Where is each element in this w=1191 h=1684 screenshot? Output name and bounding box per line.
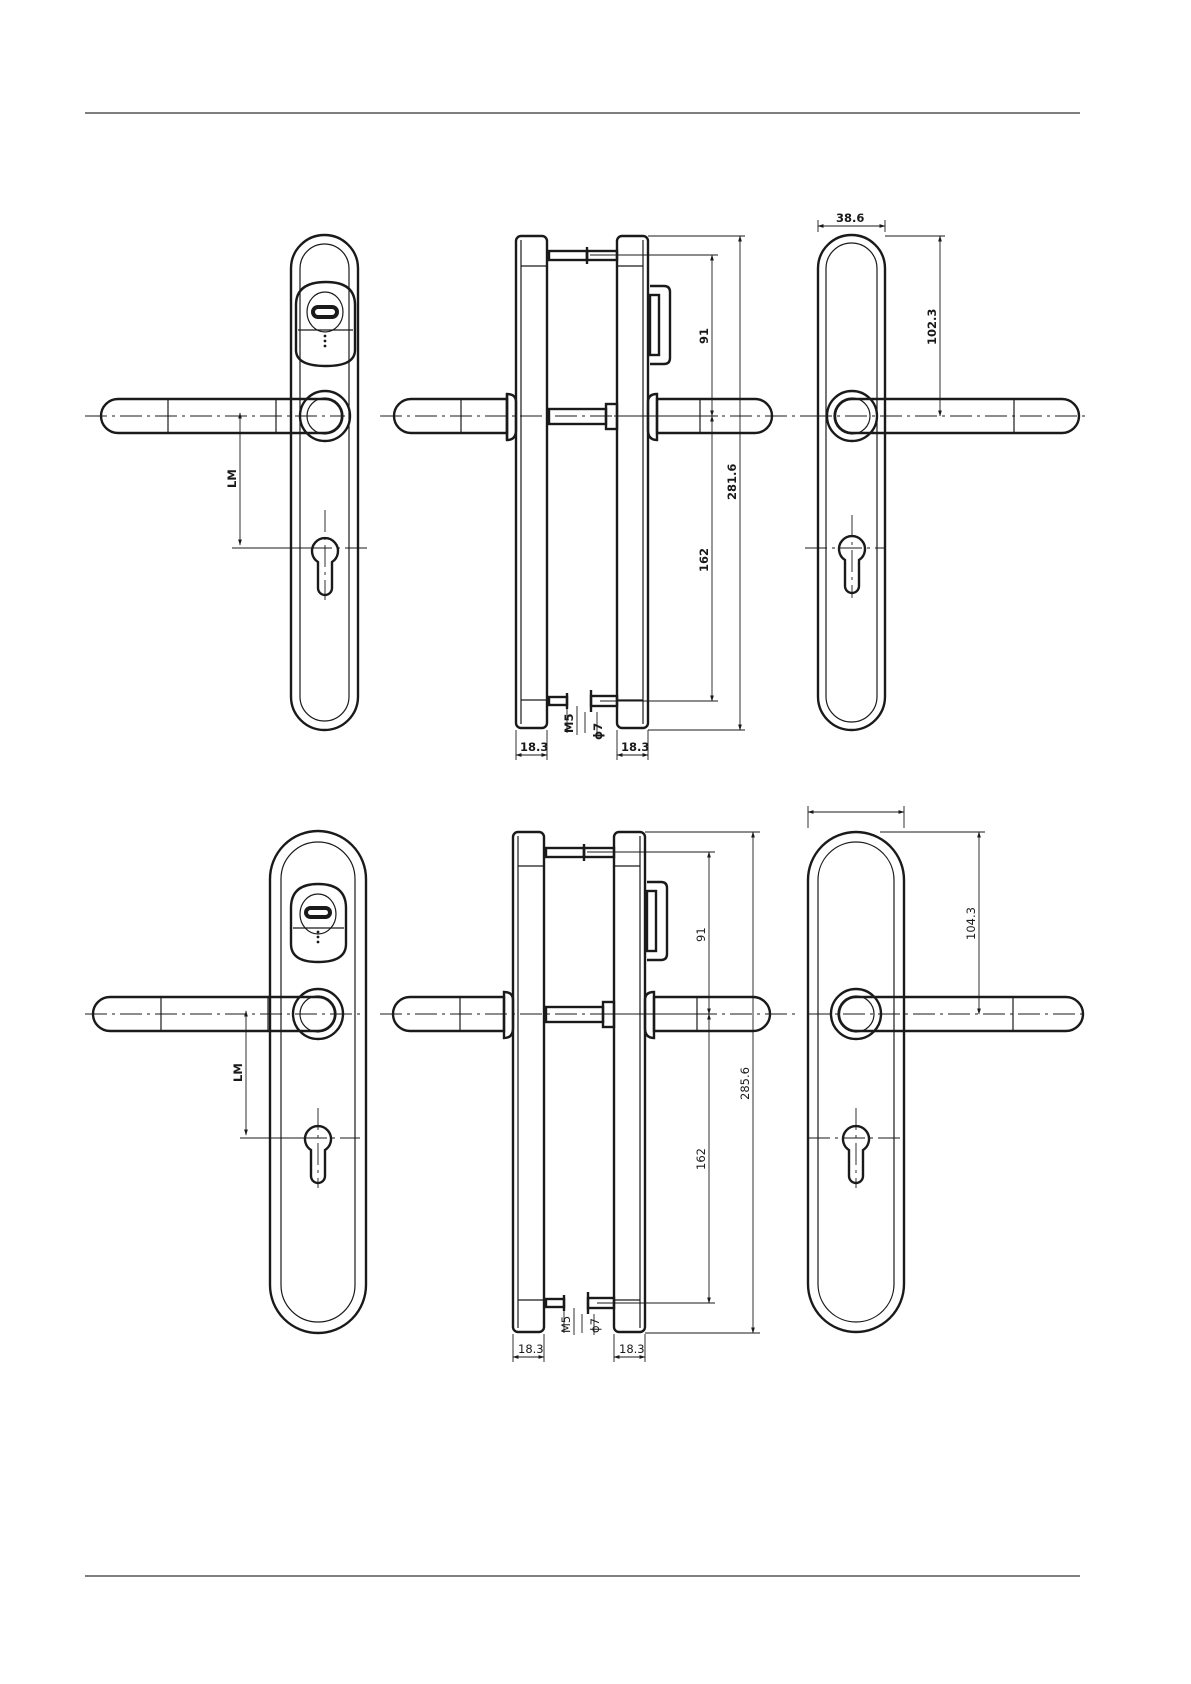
bottom-back-view: 104.3 [808, 806, 1085, 1332]
dim-162-label: 162 [697, 548, 711, 572]
screw-size-label: M5 [562, 714, 576, 733]
dim-handle-height-label: 102.3 [925, 309, 939, 345]
dim-162-label: 162 [694, 1148, 708, 1170]
thickness-right-label: 18.3 [619, 1342, 645, 1356]
bottom-side-view: M5 ϕ7 18.3 18.3 91 162 285.6 [380, 832, 800, 1362]
dim-handle-height-label: 104.3 [964, 907, 978, 940]
lock-cylinder-icon [296, 282, 355, 366]
dim-total-label: 285.6 [738, 1067, 752, 1100]
lm-label: LM [231, 1063, 245, 1082]
top-side-view: M5 ϕ7 18.3 18.3 91 162 281.6 [380, 236, 810, 760]
dim-91-label: 91 [694, 927, 708, 942]
thickness-left-label: 18.3 [518, 1342, 544, 1356]
screw-size-label: M5 [559, 1316, 573, 1333]
pin-diameter-label: ϕ7 [591, 723, 605, 740]
lm-label: LM [225, 469, 239, 488]
thickness-left-label: 18.3 [520, 740, 548, 754]
top-front-view: LM [85, 235, 370, 730]
bottom-front-view: LM [85, 831, 366, 1333]
pin-diameter-label: ϕ7 [588, 1318, 602, 1333]
top-back-view: 38.6 102.3 [805, 211, 1085, 730]
thickness-right-label: 18.3 [621, 740, 649, 754]
dim-width-label: 38.6 [836, 211, 864, 225]
dim-total-label: 281.6 [725, 464, 739, 500]
dim-91-label: 91 [697, 328, 711, 344]
lock-cylinder-icon [291, 884, 346, 962]
